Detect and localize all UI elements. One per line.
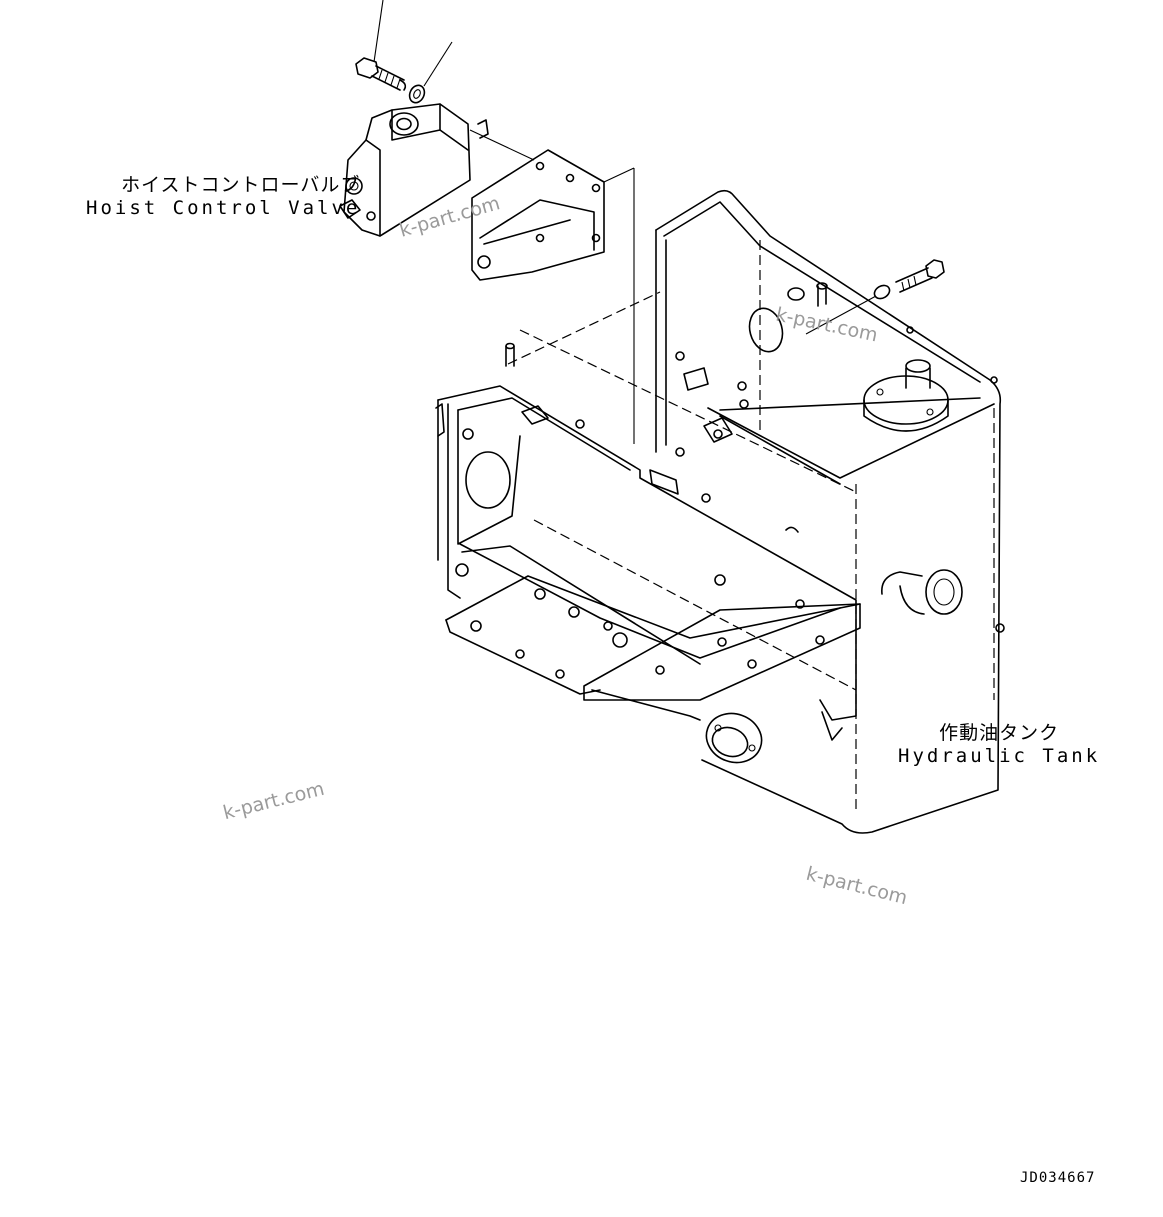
hoist-control-valve: [339, 103, 535, 237]
hydraulic-tank-label-jp: 作動油タンク: [939, 722, 1060, 744]
hydraulic-tank: [655, 189, 1005, 834]
main-frame: [435, 291, 861, 764]
hoist-control-valve-label-en: Hoist Control Valve: [86, 197, 361, 219]
hoist-control-valve-label-jp: ホイストコントローバルブ: [121, 174, 361, 196]
mounting-bracket: [471, 149, 635, 444]
bolt-right: [805, 259, 945, 335]
hoist-control-valve-label: ホイストコントローバルブ Hoist Control Valve: [86, 170, 360, 219]
hydraulic-tank-label: 作動油タンク Hydraulic Tank: [898, 718, 1100, 767]
bolt-top: [355, 0, 407, 91]
washer-top: [408, 41, 453, 104]
drawing-code: JD034667: [1020, 1170, 1096, 1186]
hydraulic-tank-label-en: Hydraulic Tank: [898, 745, 1101, 767]
